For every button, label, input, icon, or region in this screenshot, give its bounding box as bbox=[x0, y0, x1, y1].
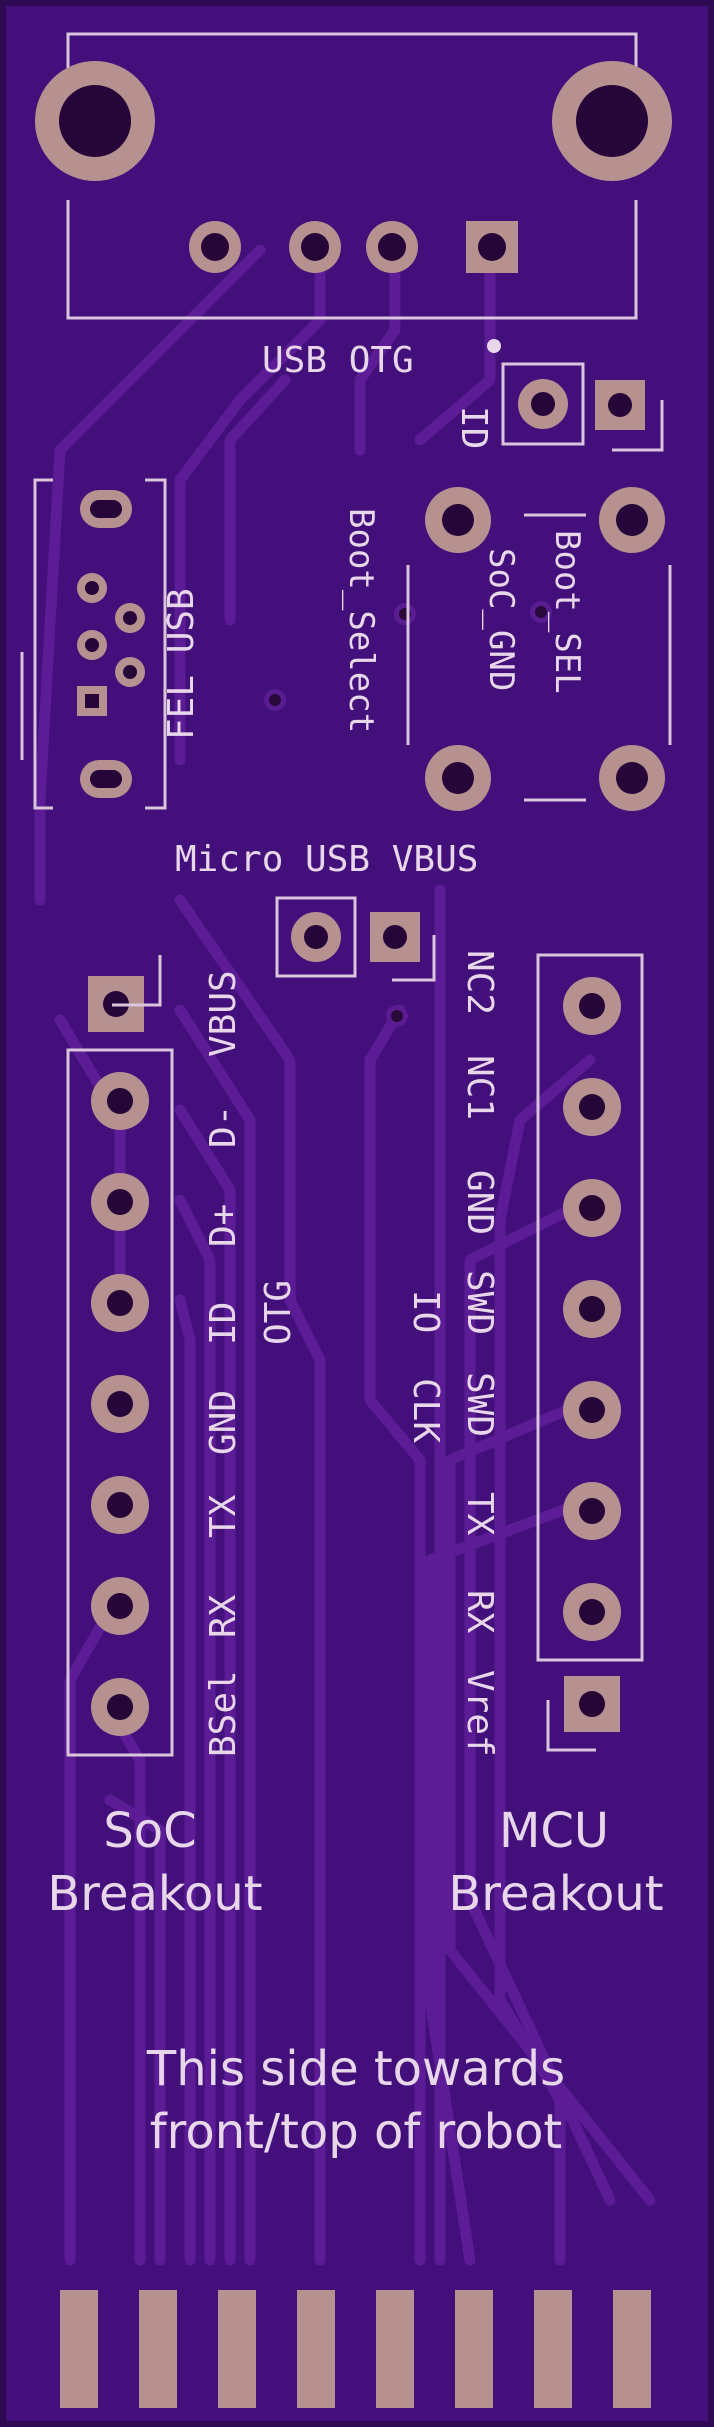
soc-header-pins bbox=[91, 1072, 149, 1736]
soc-gnd-label: SoC_GND bbox=[481, 548, 521, 691]
soc-pin-hole bbox=[107, 1593, 133, 1619]
mcu-pin-hole bbox=[579, 1397, 605, 1423]
clk-label: CLK bbox=[405, 1378, 446, 1443]
edge-finger bbox=[613, 2290, 651, 2408]
id-label: ID bbox=[453, 406, 494, 449]
soc-pin-hole bbox=[107, 1694, 133, 1720]
mcu-pin-nc1: NC1 bbox=[459, 1055, 500, 1120]
soc-pin-hole bbox=[107, 1189, 133, 1215]
soc-pin-hole bbox=[107, 1492, 133, 1518]
mcu-pin-nc2: NC2 bbox=[459, 950, 500, 1015]
mcu-pin-swdclk: SWD bbox=[459, 1372, 500, 1437]
mcu-pin-vref: Vref bbox=[459, 1670, 500, 1757]
edge-finger bbox=[534, 2290, 572, 2408]
fel-usb-connector bbox=[20, 478, 167, 810]
soc-pin-rx: RX bbox=[203, 1594, 244, 1638]
orientation-note-line2: front/top of robot bbox=[150, 2104, 563, 2160]
soc-pin-hole bbox=[107, 1391, 133, 1417]
copper-traces bbox=[34, 234, 656, 2266]
boot-sel-label: Boot_SEL bbox=[547, 530, 587, 694]
soc-title-line2: Breakout bbox=[47, 1866, 262, 1922]
mcu-header-pins bbox=[563, 977, 621, 1641]
orientation-note-line1: This side towards bbox=[146, 2041, 565, 2097]
id-jumper bbox=[501, 362, 664, 452]
mcu-pin-rx: RX bbox=[459, 1590, 500, 1634]
soc-pin-id: ID bbox=[203, 1302, 244, 1345]
edge-finger bbox=[376, 2290, 414, 2408]
mcu-pin-hole bbox=[579, 1296, 605, 1322]
mcu-pin-swdio: SWD bbox=[459, 1270, 500, 1335]
mcu-pin-hole bbox=[579, 1599, 605, 1625]
io-label: IO bbox=[405, 1290, 446, 1333]
edge-connector bbox=[60, 2290, 651, 2408]
edge-finger bbox=[455, 2290, 493, 2408]
soc-pin-hole bbox=[107, 1088, 133, 1114]
mcu-title-line1: MCU bbox=[499, 1803, 609, 1859]
soc-pin-gnd: GND bbox=[203, 1390, 244, 1455]
edge-finger bbox=[218, 2290, 256, 2408]
mcu-title-line2: Breakout bbox=[448, 1866, 663, 1922]
vbus-jumper bbox=[275, 896, 436, 982]
pin1-dot bbox=[487, 339, 501, 353]
boot-select-label: Boot_Select bbox=[341, 508, 381, 733]
edge-finger bbox=[60, 2290, 98, 2408]
mcu-pin-hole bbox=[579, 1498, 605, 1524]
edge-finger bbox=[297, 2290, 335, 2408]
soc-pin-tx: TX bbox=[203, 1494, 244, 1538]
mcu-pin-hole bbox=[579, 993, 605, 1019]
edge-finger bbox=[139, 2290, 177, 2408]
micro-usb-vbus-label: Micro USB VBUS bbox=[175, 839, 478, 880]
usb-otg-connector bbox=[35, 32, 672, 320]
boot-switch bbox=[406, 487, 672, 811]
soc-pin-bsel: BSel bbox=[203, 1670, 244, 1757]
fel-usb-label: FEL USB bbox=[161, 588, 202, 740]
soc-pin-vbus: VBUS bbox=[203, 970, 244, 1057]
mcu-pin-hole bbox=[579, 1195, 605, 1221]
mcu-pin-hole bbox=[579, 1094, 605, 1120]
soc-pin-dplus: D+ bbox=[203, 1204, 244, 1247]
soc-pin-dminus: D- bbox=[203, 1105, 244, 1148]
mcu-breakout-header bbox=[536, 953, 644, 1752]
soc-breakout-header bbox=[66, 955, 174, 1757]
soc-pin-hole bbox=[107, 1290, 133, 1316]
vias bbox=[264, 601, 552, 1027]
usb-otg-label: USB OTG bbox=[262, 340, 414, 381]
mcu-pin-gnd: GND bbox=[459, 1170, 500, 1235]
otg-label: OTG bbox=[258, 1280, 299, 1345]
mcu-pin-tx: TX bbox=[459, 1492, 500, 1536]
soc-title-line1: SoC bbox=[103, 1803, 196, 1859]
